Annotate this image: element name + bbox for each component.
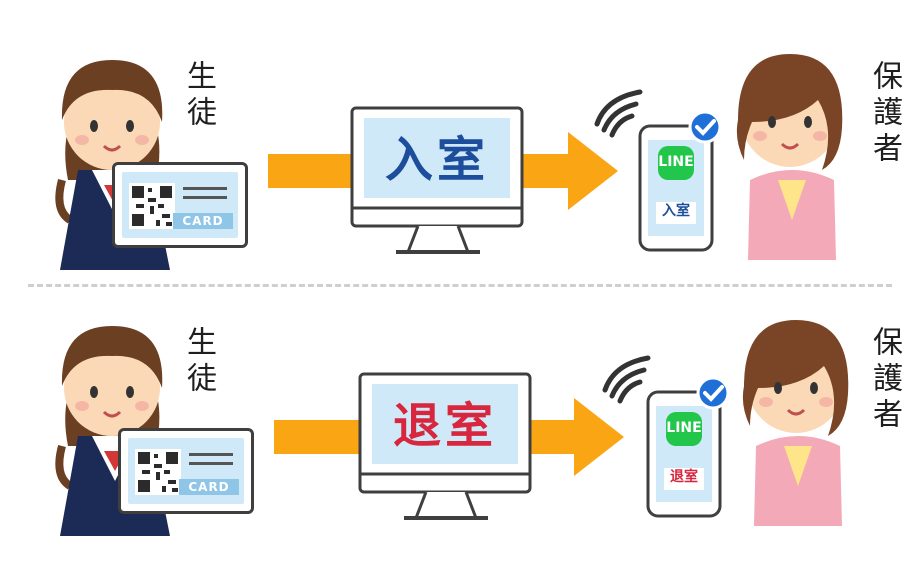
phone-text: 入室 xyxy=(662,202,690,219)
dashed-divider xyxy=(28,284,892,287)
guardian-label: 保護者 xyxy=(867,326,902,434)
card-label: CARD xyxy=(179,479,239,495)
smartphone xyxy=(638,124,714,252)
card-label: CARD xyxy=(173,213,233,229)
check-badge-icon xyxy=(696,376,730,410)
id-card: CARD xyxy=(118,428,254,514)
card-lines-icon xyxy=(189,453,233,471)
row-enter: 生徒 保護者 CARD 入室 LINE 入室 xyxy=(0,30,920,270)
guardian-illustration xyxy=(742,320,849,526)
monitor xyxy=(350,106,524,254)
check-badge-icon xyxy=(688,110,722,144)
qr-code-icon xyxy=(129,183,175,229)
guardian-illustration xyxy=(736,54,843,260)
monitor xyxy=(358,372,532,520)
id-card: CARD xyxy=(112,162,248,248)
wifi-signal-icon xyxy=(602,355,651,404)
smartphone xyxy=(646,390,722,518)
line-app-icon: LINE xyxy=(666,420,701,436)
student-label: 生徒 xyxy=(181,60,216,132)
screen-text: 入室 xyxy=(385,132,489,188)
qr-code-icon xyxy=(135,449,181,495)
guardian-label: 保護者 xyxy=(867,60,902,168)
screen-text: 退室 xyxy=(393,398,497,454)
card-lines-icon xyxy=(183,187,227,205)
phone-text: 退室 xyxy=(670,468,698,485)
student-label: 生徒 xyxy=(181,326,216,398)
row-exit: 生徒 保護者 CARD 退室 LINE 退室 xyxy=(0,296,920,536)
wifi-signal-icon xyxy=(594,89,643,138)
line-app-icon: LINE xyxy=(658,154,693,170)
